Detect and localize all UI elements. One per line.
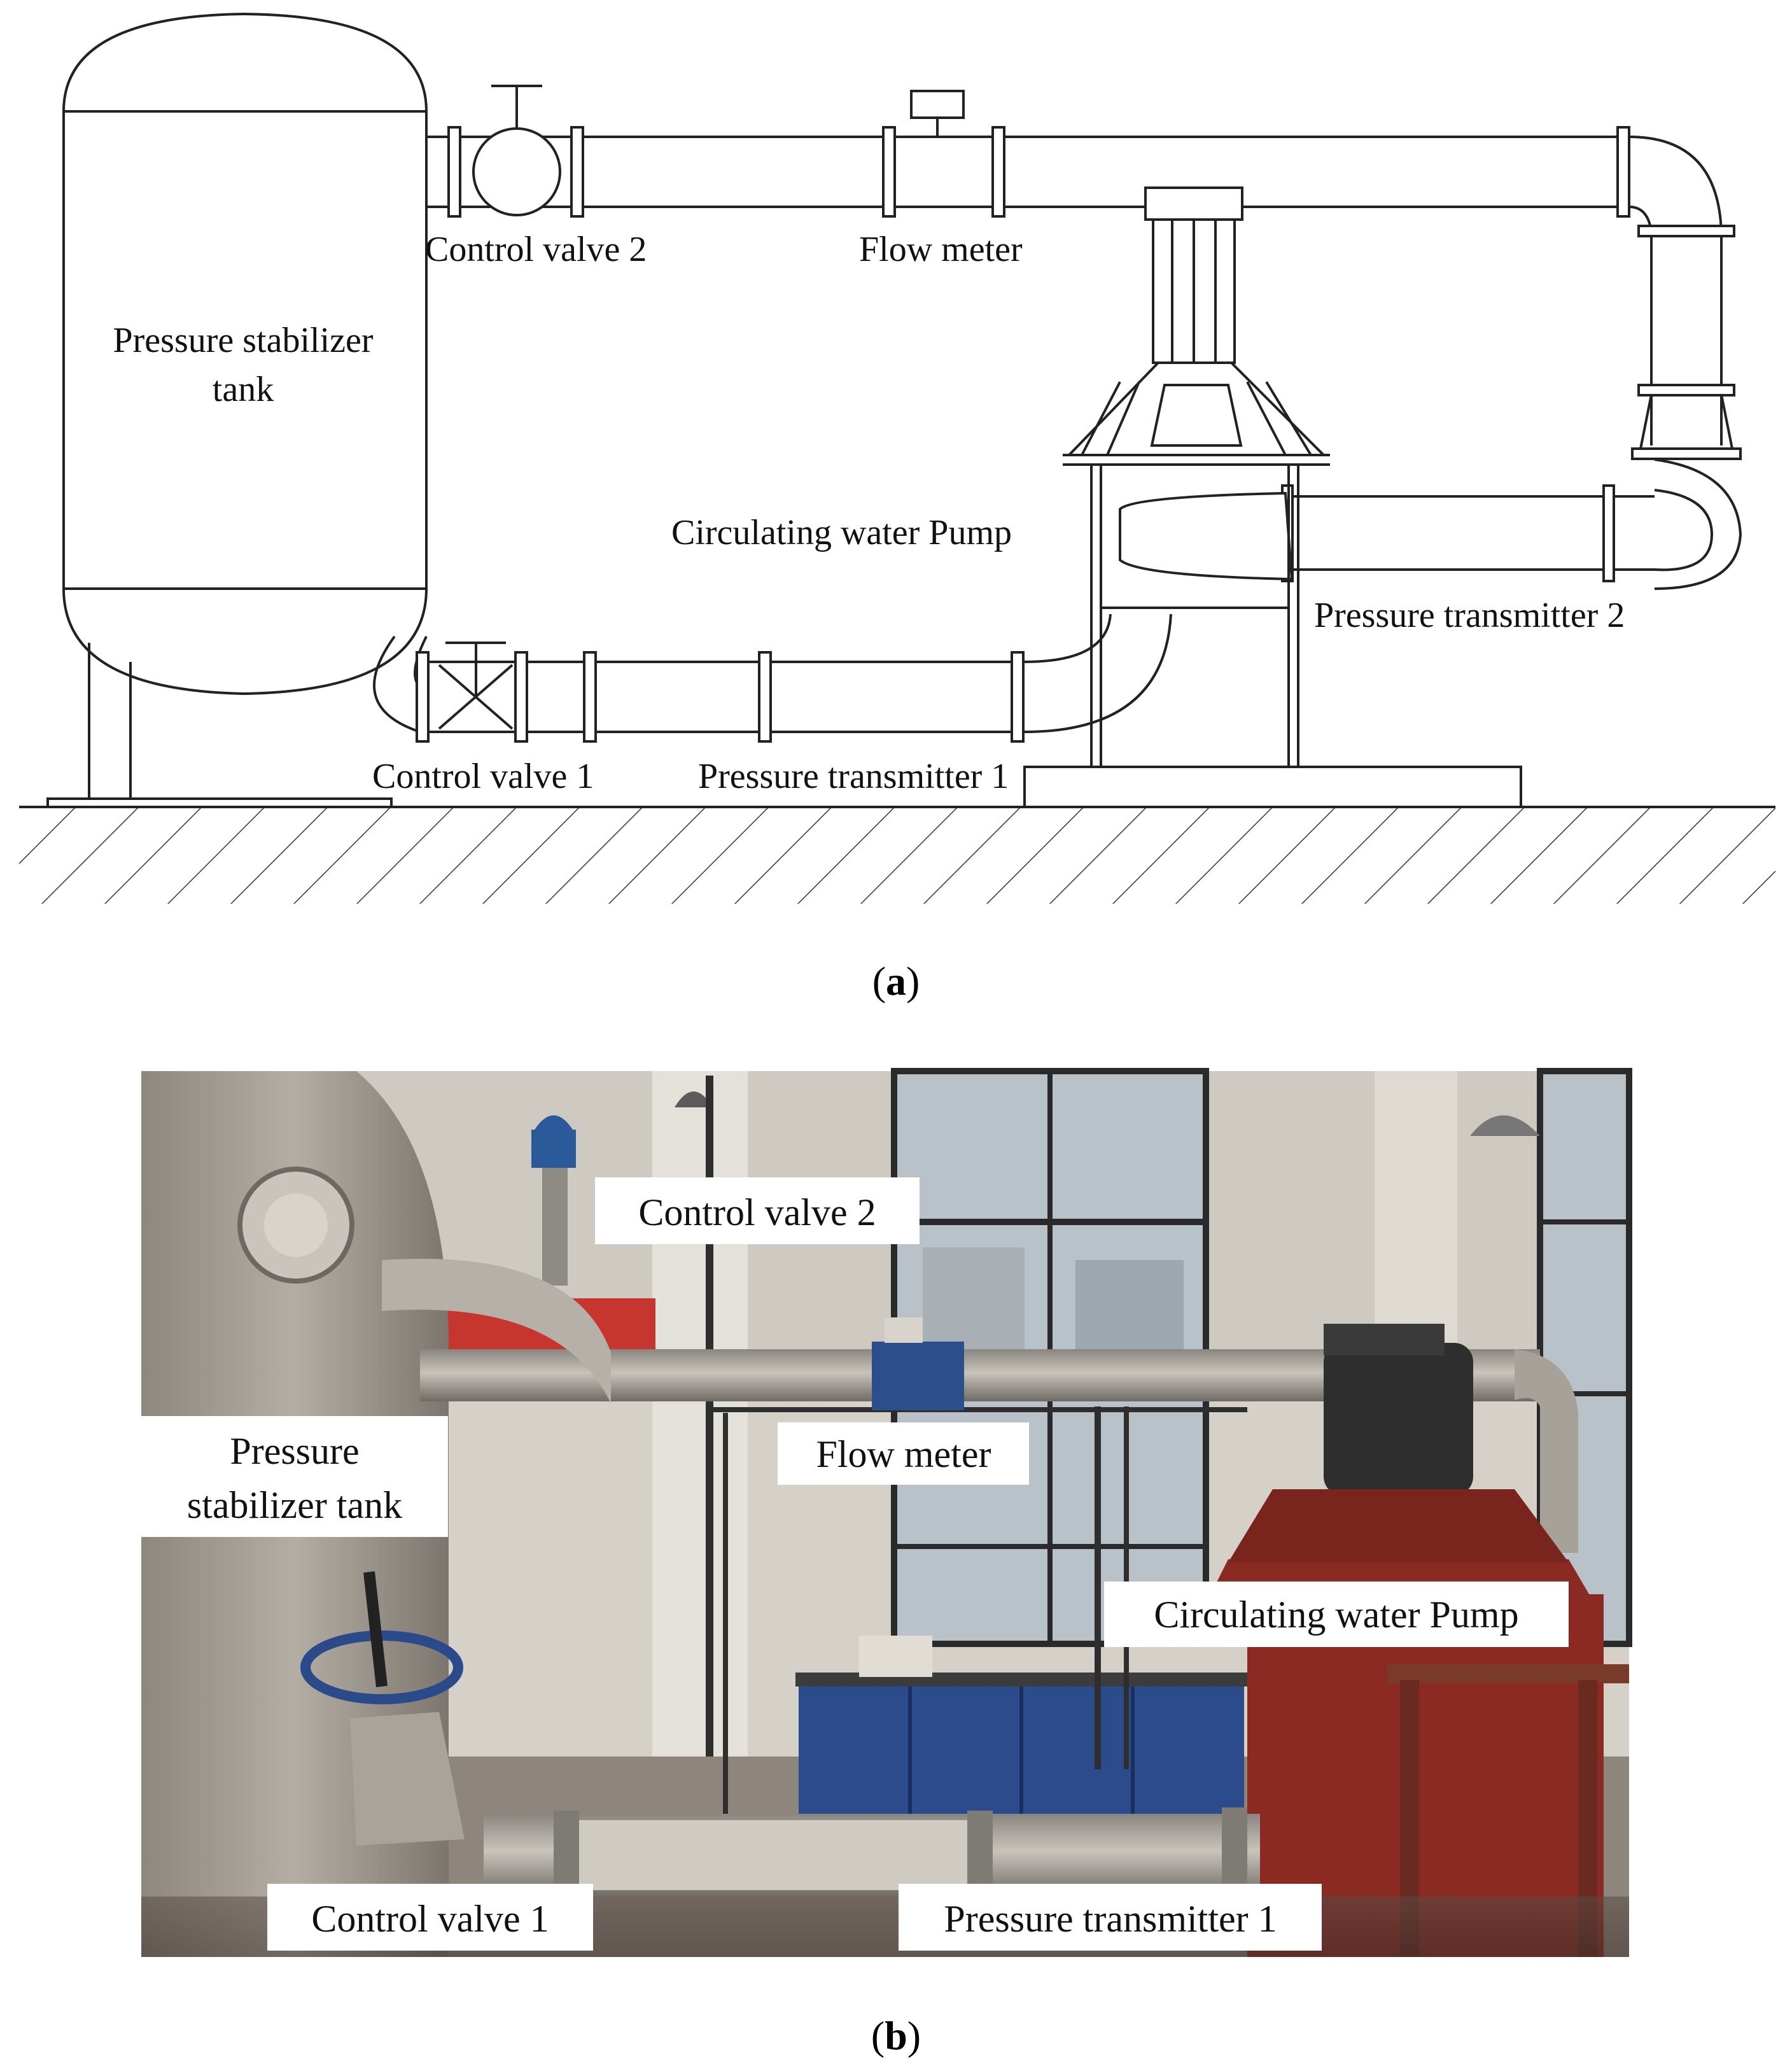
pump-drawing xyxy=(1023,186,1522,808)
b-label-tank: Pressure stabilizer tank xyxy=(141,1416,448,1537)
a-label-control-valve-2: Control valve 2 xyxy=(425,230,647,269)
a-label-pressure-transmitter-1: Pressure transmitter 1 xyxy=(698,757,1009,796)
b-label-tank-line1: Pressure xyxy=(230,1430,359,1472)
caption-b: (b) xyxy=(871,2013,921,2058)
a-label-tank-line1: Pressure stabilizer xyxy=(113,321,374,360)
b-label-control-valve-2: Control valve 2 xyxy=(595,1177,920,1244)
caption-b-letter: b xyxy=(885,2013,907,2058)
a-label-control-valve-1: Control valve 1 xyxy=(372,757,594,796)
b-label-control-valve-2-text: Control valve 2 xyxy=(638,1191,876,1233)
a-label-tank-line2: tank xyxy=(213,370,274,409)
caption-a-letter: a xyxy=(886,958,906,1004)
b-label-pressure-transmitter-1: Pressure transmitter 1 xyxy=(899,1884,1322,1951)
b-label-control-valve-1: Control valve 1 xyxy=(267,1884,593,1951)
ground-hatch xyxy=(19,806,1775,904)
b-label-control-valve-1-text: Control valve 1 xyxy=(311,1898,549,1940)
a-label-pump: Circulating water Pump xyxy=(671,513,1012,552)
pump-discharge-pipe xyxy=(1281,484,1655,582)
b-label-pressure-transmitter-1-text: Pressure transmitter 1 xyxy=(944,1898,1277,1940)
b-label-pump: Circulating water Pump xyxy=(1104,1582,1569,1647)
caption-a: (a) xyxy=(872,958,920,1004)
a-label-pressure-transmitter-2: Pressure transmitter 2 xyxy=(1314,596,1625,635)
right-vertical-pipe xyxy=(1631,225,1742,590)
a-label-flow-meter: Flow meter xyxy=(859,230,1023,269)
b-label-flow-meter: Flow meter xyxy=(778,1422,1029,1485)
panel-a-schematic: Pressure stabilizer tank Control valve 2… xyxy=(19,12,1775,904)
b-label-flow-meter-text: Flow meter xyxy=(816,1433,991,1475)
tank-drawing xyxy=(46,12,428,808)
b-label-tank-line2: stabilizer tank xyxy=(187,1484,402,1526)
b-label-pump-text: Circulating water Pump xyxy=(1154,1594,1518,1636)
top-pipe xyxy=(426,85,1723,233)
bottom-pipe xyxy=(416,642,1025,743)
